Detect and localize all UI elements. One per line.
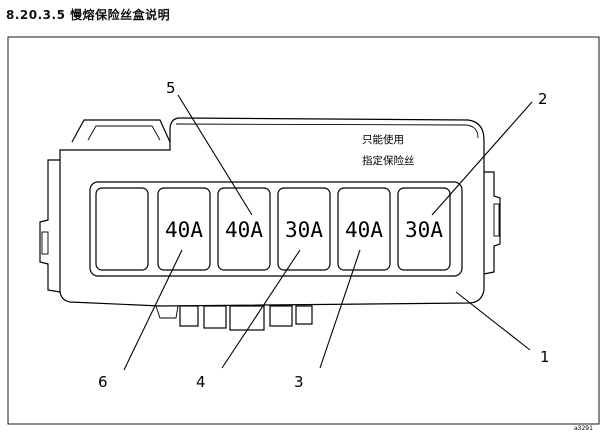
leader-line-6: [123, 249, 183, 371]
right-side-clip: [483, 171, 501, 275]
left-latch-inner: [87, 125, 161, 141]
fuse-slot-3: 40A: [217, 187, 271, 271]
fuse-slot-2: 40A: [157, 187, 211, 271]
note-line-2: 指定保险丝: [362, 154, 415, 167]
leader-line-3: [319, 249, 361, 369]
leader-line-2: [431, 101, 533, 216]
fuse-slot-6: 30A: [397, 187, 451, 271]
fuse-recess: [89, 181, 463, 277]
left-latch: [71, 119, 171, 143]
callout-2: 2: [538, 90, 548, 108]
fuse-slot-5: 40A: [337, 187, 391, 271]
note-line-1: 只能使用: [362, 133, 404, 146]
fuse-slot-empty: [95, 187, 149, 271]
bottom-connectors: [179, 305, 313, 331]
left-clip-slot: [41, 231, 49, 255]
fuse-label: 40A: [165, 218, 203, 242]
callout-1: 1: [540, 348, 550, 366]
fuse-label: 40A: [225, 218, 263, 242]
right-clip-slot: [493, 203, 500, 237]
fuse-label: 30A: [405, 218, 443, 242]
left-side-clip: [39, 159, 61, 293]
fuse-label: 40A: [345, 218, 383, 242]
leader-line-5: [177, 94, 253, 216]
leader-line-4: [221, 249, 301, 369]
figure-frame: [7, 36, 600, 425]
callout-5: 5: [166, 79, 176, 97]
lid-ridge: [175, 123, 479, 139]
fuse-label: 30A: [285, 218, 323, 242]
page-title: 8.20.3.5 慢熔保险丝盒说明: [6, 8, 171, 22]
fuse-slot-4: 30A: [277, 187, 331, 271]
fuse-box-housing: [59, 117, 485, 307]
callout-3: 3: [294, 373, 304, 391]
bottom-foot-left: [155, 305, 179, 319]
leader-line-1: [455, 291, 531, 351]
corner-mark: a3291: [574, 425, 593, 432]
callout-6: 6: [98, 373, 108, 391]
callout-4: 4: [196, 373, 206, 391]
